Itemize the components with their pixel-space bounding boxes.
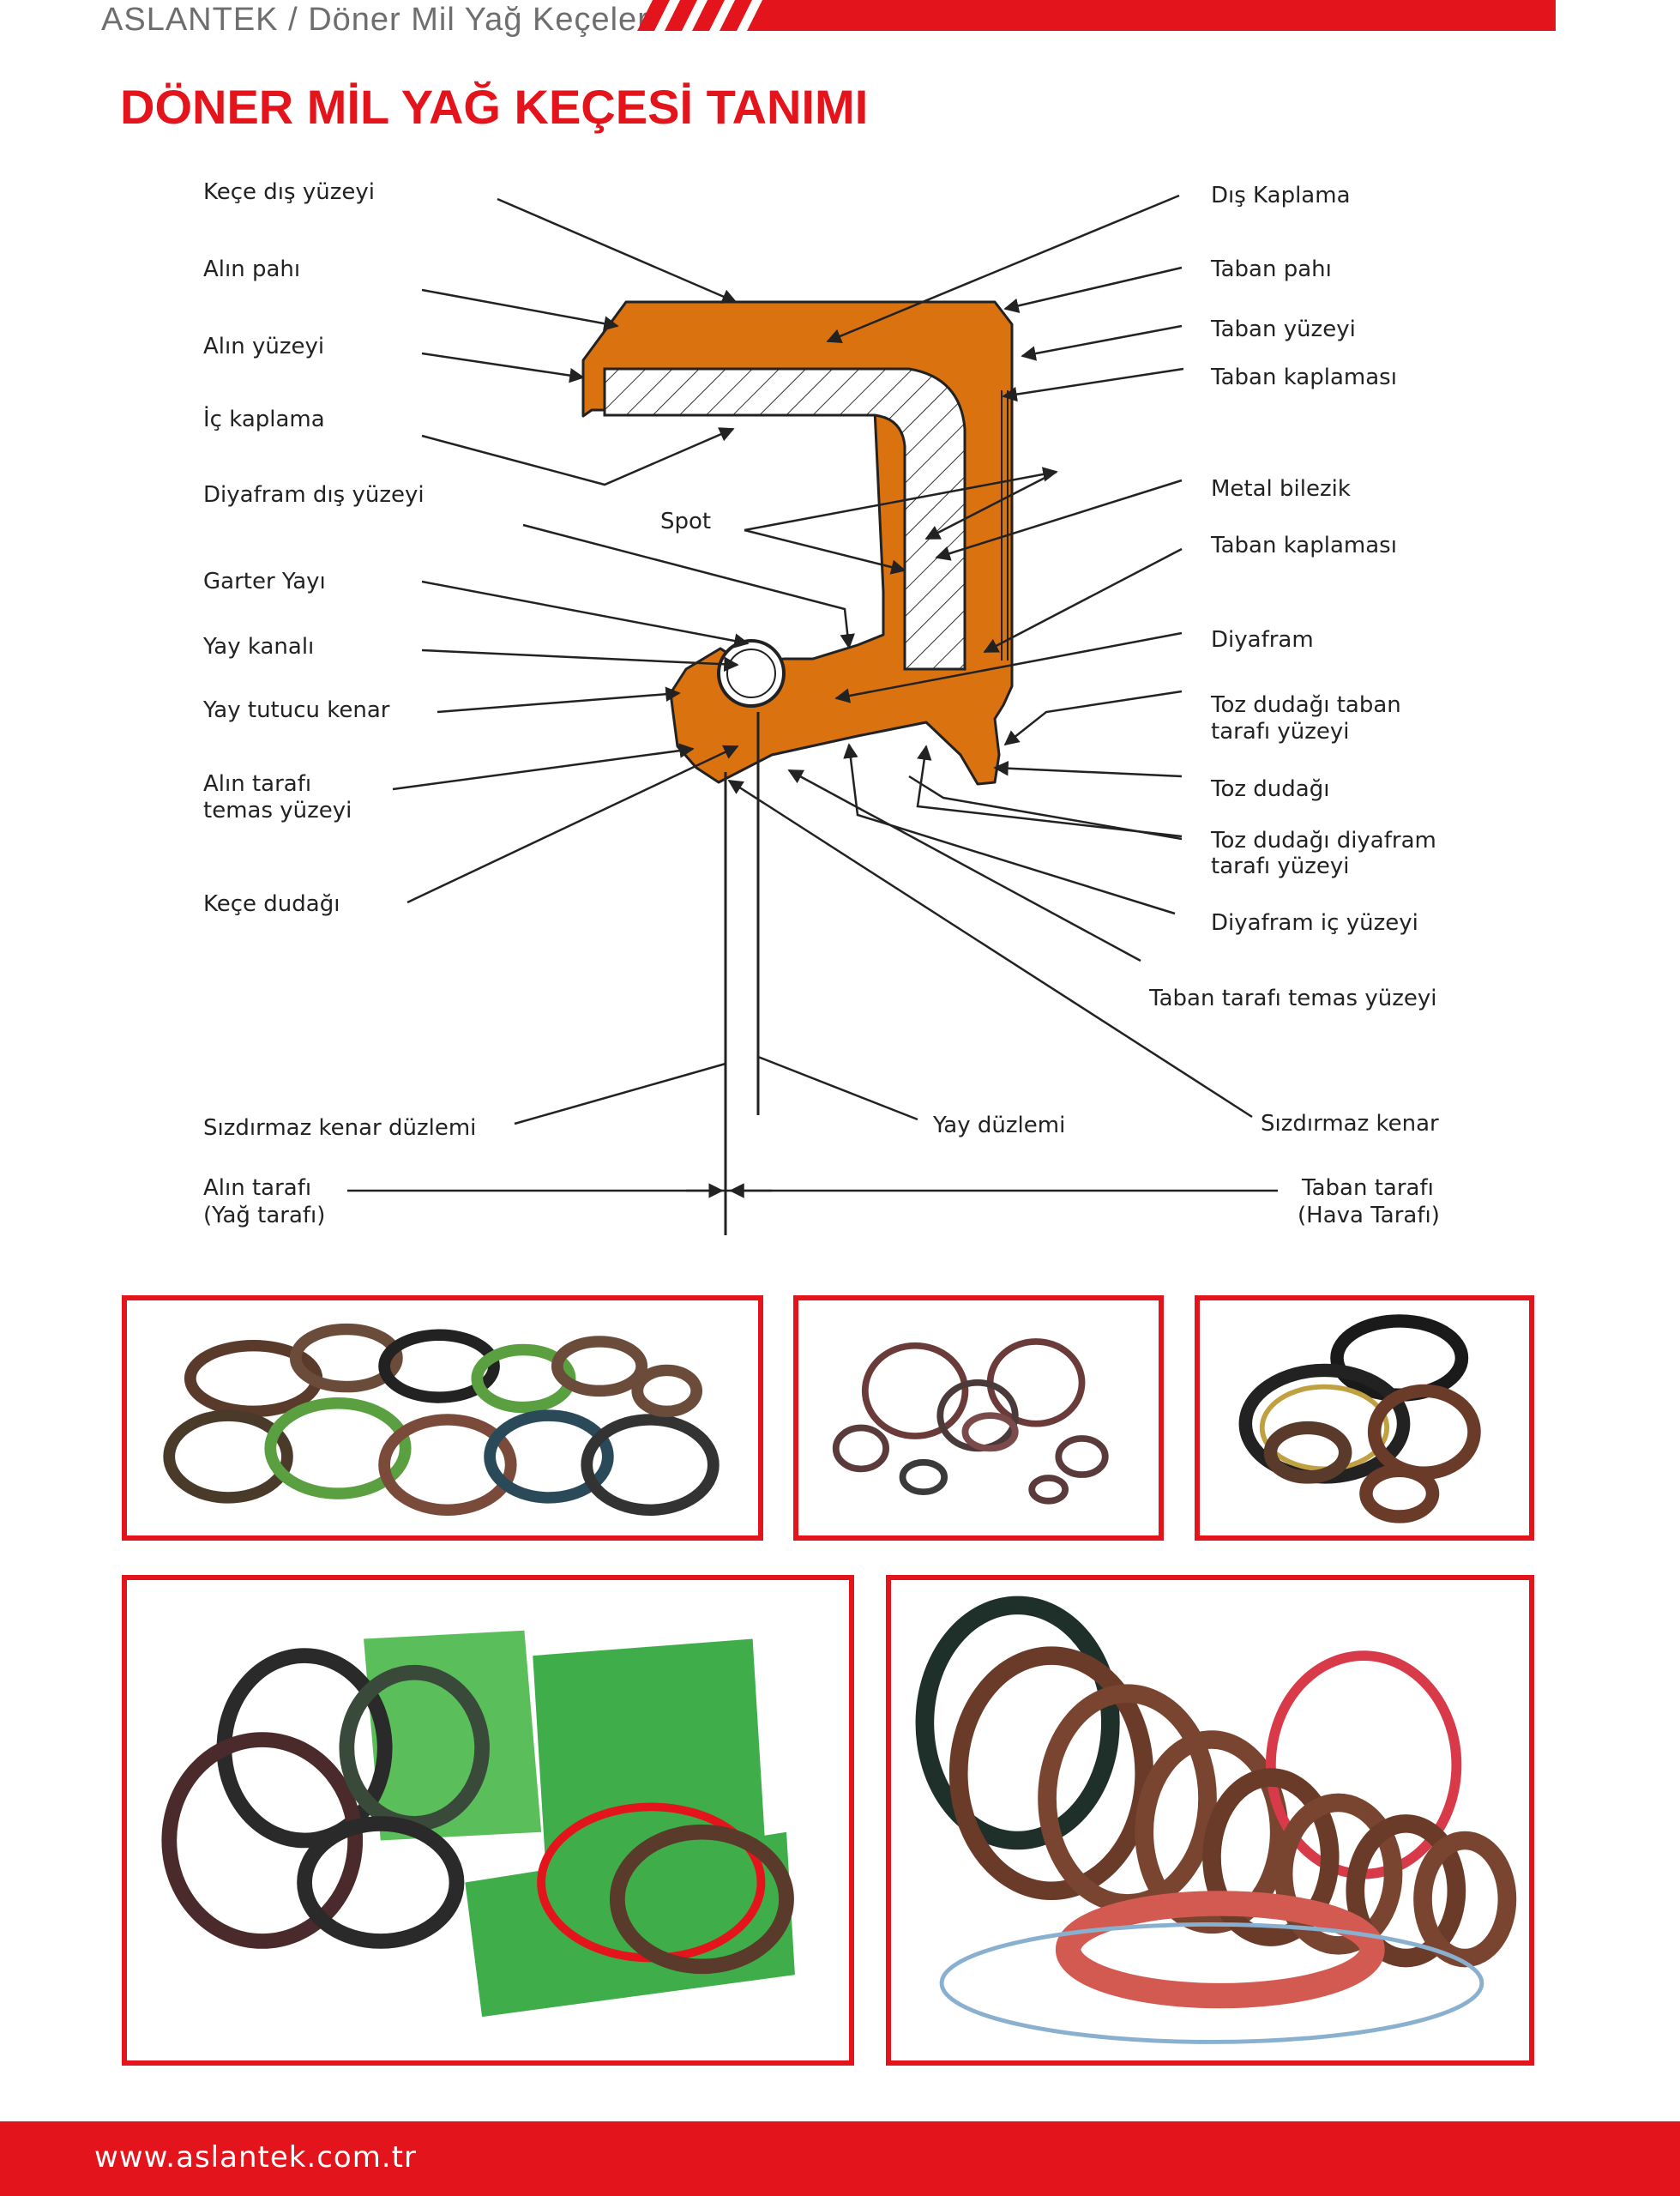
label-tarafi-yuzeyi-2: tarafı yüzeyi: [1211, 854, 1350, 879]
page-title: DÖNER MİL YAĞ KEÇESİ TANIMI: [120, 80, 869, 134]
label-alin-tarafi-bottom: Alın tarafı: [203, 1175, 311, 1201]
label-taban-kaplamasi-2: Taban kaplaması: [1210, 533, 1397, 558]
label-kece-dudagi: Keçe dudağı: [203, 891, 340, 917]
label-metal-bilezik: Metal bilezik: [1211, 476, 1351, 502]
header-breadcrumb: ASLANTEK / Döner Mil Yağ Keçeleri: [101, 2, 658, 38]
label-kece-dis-yuzeyi: Keçe dış yüzeyi: [203, 179, 375, 205]
label-taban-tarafi: Taban tarafı: [1301, 1175, 1434, 1201]
label-garter-yayi: Garter Yayı: [203, 569, 326, 594]
label-yag-tarafi: (Yağ tarafı): [203, 1203, 325, 1228]
metal-ring: [603, 367, 966, 671]
label-dis-kaplama: Dış Kaplama: [1211, 183, 1351, 208]
label-ic-kaplama: İç kaplama: [203, 405, 325, 432]
label-taban-tarafi-temas-yuzeyi: Taban tarafı temas yüzeyi: [1148, 986, 1436, 1011]
label-diyafram-dis-yuzeyi: Diyafram dış yüzeyi: [203, 482, 425, 508]
header-stripe: [637, 0, 1556, 31]
label-alin-pahi: Alın pahı: [203, 256, 300, 282]
label-diyafram-ic-yuzeyi: Diyafram iç yüzeyi: [1211, 910, 1418, 936]
label-hava-tarafi: (Hava Tarafı): [1298, 1203, 1440, 1228]
label-toz-dudagi-taban: Toz dudağı taban: [1210, 692, 1401, 718]
label-yay-duzlemi: Yay düzlemi: [932, 1113, 1065, 1138]
photo-4: [122, 1575, 854, 2066]
footer-website-link[interactable]: www.aslantek.com.tr: [94, 2140, 417, 2175]
label-yay-kanali: Yay kanalı: [202, 634, 314, 660]
oil-seal-diagram: Keçe dış yüzeyi Alın pahı Alın yüzeyi İç…: [202, 179, 1440, 1235]
label-spot: Spot: [660, 509, 711, 534]
label-tarafi-yuzeyi-1: tarafı yüzeyi: [1211, 719, 1350, 745]
label-alin-yuzeyi: Alın yüzeyi: [203, 334, 324, 359]
label-taban-yuzeyi: Taban yüzeyi: [1210, 317, 1356, 342]
photo-1: [122, 1295, 763, 1541]
label-temas-yuzeyi: temas yüzeyi: [203, 798, 352, 824]
label-toz-dudagi: Toz dudağı: [1210, 776, 1329, 802]
garter-spring: [717, 639, 786, 708]
label-taban-pahi: Taban pahı: [1210, 256, 1332, 282]
label-yay-tutucu-kenar: Yay tutucu kenar: [202, 697, 390, 723]
photo-2: [793, 1295, 1164, 1541]
photo-3: [1195, 1295, 1534, 1541]
label-taban-kaplamasi-1: Taban kaplaması: [1210, 365, 1397, 390]
label-sizdirmaz-kenar: Sızdırmaz kenar: [1261, 1111, 1439, 1137]
label-alin-tarafi: Alın tarafı: [203, 771, 311, 797]
label-sizdirmaz-kenar-duzlemi: Sızdırmaz kenar düzlemi: [203, 1115, 476, 1141]
photo-5: [886, 1575, 1534, 2066]
footer-bar: www.aslantek.com.tr: [0, 2121, 1680, 2196]
label-toz-dudagi-diyafram: Toz dudağı diyafram: [1210, 828, 1436, 854]
label-diyafram: Diyafram: [1211, 627, 1314, 653]
